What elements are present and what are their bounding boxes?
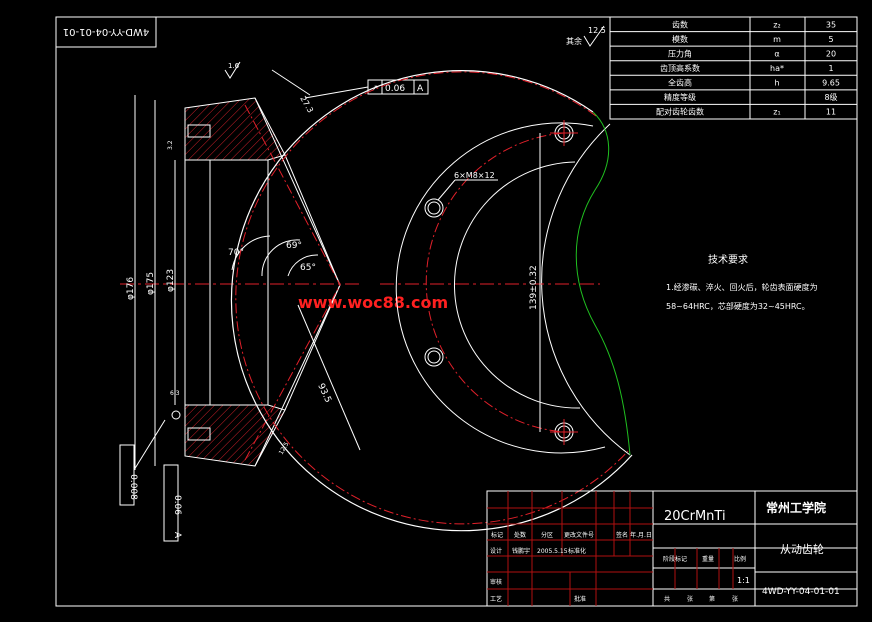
header-label-1: 处数 [514, 531, 526, 539]
left-tolerance-box-2: 0.06 A [163, 464, 182, 542]
dim-bolt-spacing: 139±0.32 [529, 265, 539, 310]
rotated-drawing-number: 4WD-YY-04-01-01 [63, 26, 149, 37]
dim-phi175: φ175 [146, 272, 156, 295]
param-name-6: 配对齿轮齿数 [656, 107, 704, 117]
tech-line-1: 1.经渗碳、淬火、回火后，轮齿表面硬度为 [666, 282, 818, 292]
design-date: 2005.5.15 [537, 548, 568, 555]
param-name-4: 全齿高 [668, 78, 692, 88]
stage-label-0: 阶段标记 [663, 555, 687, 563]
param-value-2: 20 [826, 49, 836, 58]
param-name-3: 齿顶高系数 [660, 63, 700, 73]
param-value-6: 11 [826, 108, 836, 117]
svg-text:0.008: 0.008 [128, 474, 138, 500]
designer-label: 设计 [490, 547, 502, 555]
bolt-hole-2 [424, 198, 444, 218]
svg-text:0.06: 0.06 [172, 495, 182, 515]
param-name-2: 压力角 [668, 48, 692, 58]
runout-tolerance-frame: ↗ 0.06 A [304, 79, 429, 99]
svg-text:A: A [172, 532, 182, 539]
upper-tooth-section [184, 97, 286, 161]
sheet-label-2: 第 [709, 595, 715, 603]
material: 20CrMnTi [664, 509, 726, 524]
scale-value: 1:1 [737, 576, 750, 585]
roughness-other-label: 其余 [566, 36, 582, 46]
param-value-0: 35 [826, 20, 836, 29]
param-name-0: 齿数 [672, 19, 688, 29]
param-symbol-4: h [774, 79, 779, 88]
lower-tooth-section [184, 404, 286, 467]
param-value-3: 1 [828, 64, 833, 73]
school-name: 常州工学院 [766, 500, 826, 515]
runout-value: 0.06 [385, 84, 405, 94]
datum-a-marker [171, 410, 181, 420]
hole-spec: 6×M8×12 [454, 171, 495, 180]
drawing-border [55, 16, 858, 607]
header-label-0: 标记 [491, 531, 503, 539]
title-block: 20CrMnTi 常州工学院 从动齿轮 4WD-YY-04-01-01 1:1 … [486, 490, 858, 607]
param-value-5: 8级 [824, 92, 837, 102]
header-label-3: 更改文件号 [564, 531, 594, 539]
sheet-label-1: 张 [687, 595, 693, 603]
param-value-4: 9.65 [822, 79, 840, 88]
rotated-drawing-number-box: 4WD-YY-04-01-01 [55, 16, 157, 48]
gear-end-view: 139±0.32 6×M8×12 [230, 70, 633, 532]
tech-line-2: 58~64HRC，芯部硬度为32~45HRC。 [666, 301, 810, 311]
left-tolerance-box-1: 0.008 [119, 419, 166, 506]
small-roughness-2: 6.3 [170, 390, 180, 397]
angle-65: 65° [300, 263, 316, 273]
header-label-2: 分区 [541, 531, 553, 539]
param-symbol-0: z₂ [773, 20, 780, 29]
review-label: 审核 [490, 578, 502, 586]
param-symbol-3: ha* [770, 64, 784, 73]
watermark: www.woc88.com [298, 293, 448, 312]
dim-93-5: 93.5 [315, 382, 333, 404]
approve-label: 批准 [574, 595, 586, 603]
roughness-value: 12.5 [588, 26, 606, 35]
bolt-hole-3 [424, 347, 444, 367]
std-label: 标准化 [568, 547, 586, 555]
process-label: 工艺 [490, 595, 502, 603]
lower-threaded-hole [187, 427, 211, 441]
dim-phi123: φ123 [166, 269, 176, 292]
designer-name: 钱鹏宇 [512, 547, 530, 555]
svg-text:↗: ↗ [371, 84, 379, 94]
chamfer-mark: 1.6 [228, 62, 240, 70]
break-line [575, 111, 631, 456]
sheet-label-0: 共 [664, 595, 670, 603]
gear-parameter-table: 齿数 z₂ 35 模数 m 5 压力角 α 20 齿顶高系数 ha* 1 全齿高 h 9.65 精度等级 8级配… [609, 16, 858, 120]
param-symbol-1: m [773, 35, 781, 44]
stage-label-2: 比例 [734, 555, 746, 563]
tech-title: 技术要求 [708, 253, 748, 266]
dim-phi176: φ176 [126, 277, 136, 300]
angle-69: 69° [286, 241, 302, 251]
upper-threaded-hole [187, 124, 211, 138]
param-name-5: 精度等级 [664, 92, 696, 102]
technical-requirements: 技术要求 1.经渗碳、淬火、回火后，轮齿表面硬度为 58~64HRC，芯部硬度为… [666, 253, 818, 311]
drawing-number: 4WD-YY-04-01-01 [762, 587, 840, 597]
param-value-1: 5 [828, 35, 833, 44]
param-name-1: 模数 [672, 34, 688, 44]
runout-datum: A [417, 84, 424, 94]
param-symbol-2: α [774, 49, 779, 58]
roughness-symbol: 其余 12.5 [566, 25, 606, 47]
small-roughness-1: 3.2 [167, 140, 174, 150]
header-label-4: 签名 [616, 531, 628, 539]
stage-label-1: 重量 [702, 555, 714, 563]
param-symbol-6: z₁ [773, 108, 780, 117]
header-label-5: 年.月.日 [630, 531, 652, 539]
sheet-label-3: 张 [732, 595, 738, 603]
part-name: 从动齿轮 [780, 542, 824, 556]
